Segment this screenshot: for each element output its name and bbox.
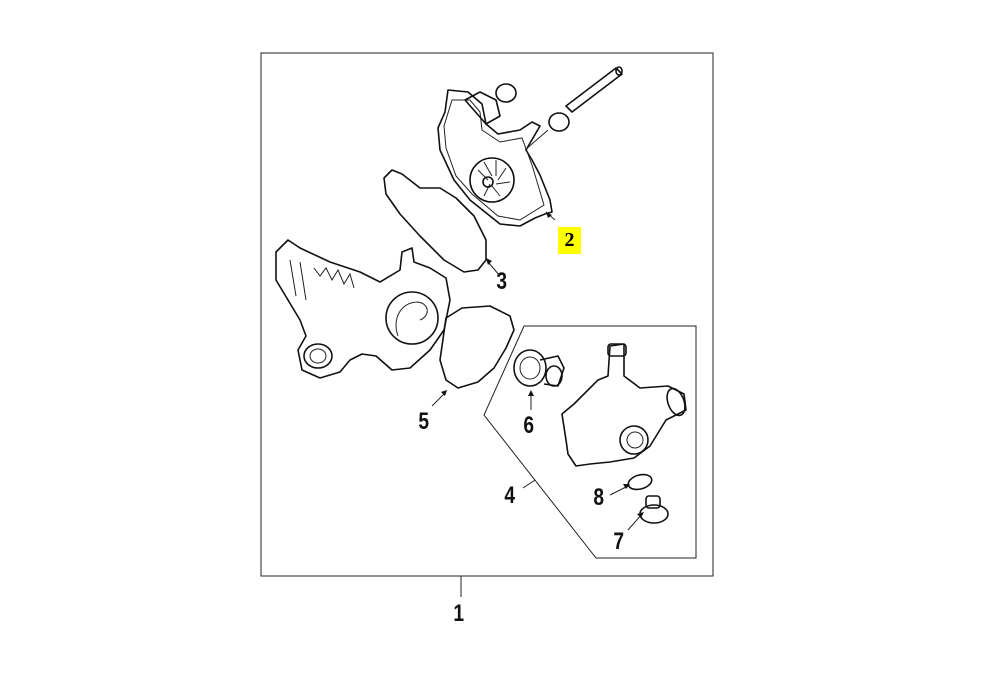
arrow-3 [486,258,492,265]
gasket-part [383,169,487,273]
thermostat-part [513,349,565,387]
gasket-part [439,305,515,389]
coolant-housing-part [275,239,451,379]
callout-3[interactable]: 3 [496,268,508,295]
o-ring-part [495,83,517,103]
o-ring-part [548,112,570,132]
callout-2-highlighted[interactable]: 2 [558,227,581,254]
leader-5 [431,393,445,407]
seal-part [627,473,653,491]
arrow-2 [546,212,552,218]
callout-7[interactable]: 7 [613,528,625,555]
water-pump-part [437,89,553,227]
arrow-7 [637,512,644,518]
plug-part [639,495,669,524]
leader-3 [487,261,501,277]
assembly-frame [260,52,714,577]
callout-5[interactable]: 5 [418,408,430,435]
callout-6[interactable]: 6 [523,412,535,439]
pin-part [565,66,623,113]
leader-4 [522,479,536,489]
arrow-8 [623,484,630,489]
callout-4[interactable]: 4 [504,482,516,509]
callout-1[interactable]: 1 [453,600,465,627]
arrow-5 [441,390,447,396]
callout-8[interactable]: 8 [593,484,605,511]
leader-8 [609,485,629,496]
arrow-6 [528,390,534,396]
thermostat-housing-part [561,343,687,467]
subassembly-frame [483,325,697,559]
